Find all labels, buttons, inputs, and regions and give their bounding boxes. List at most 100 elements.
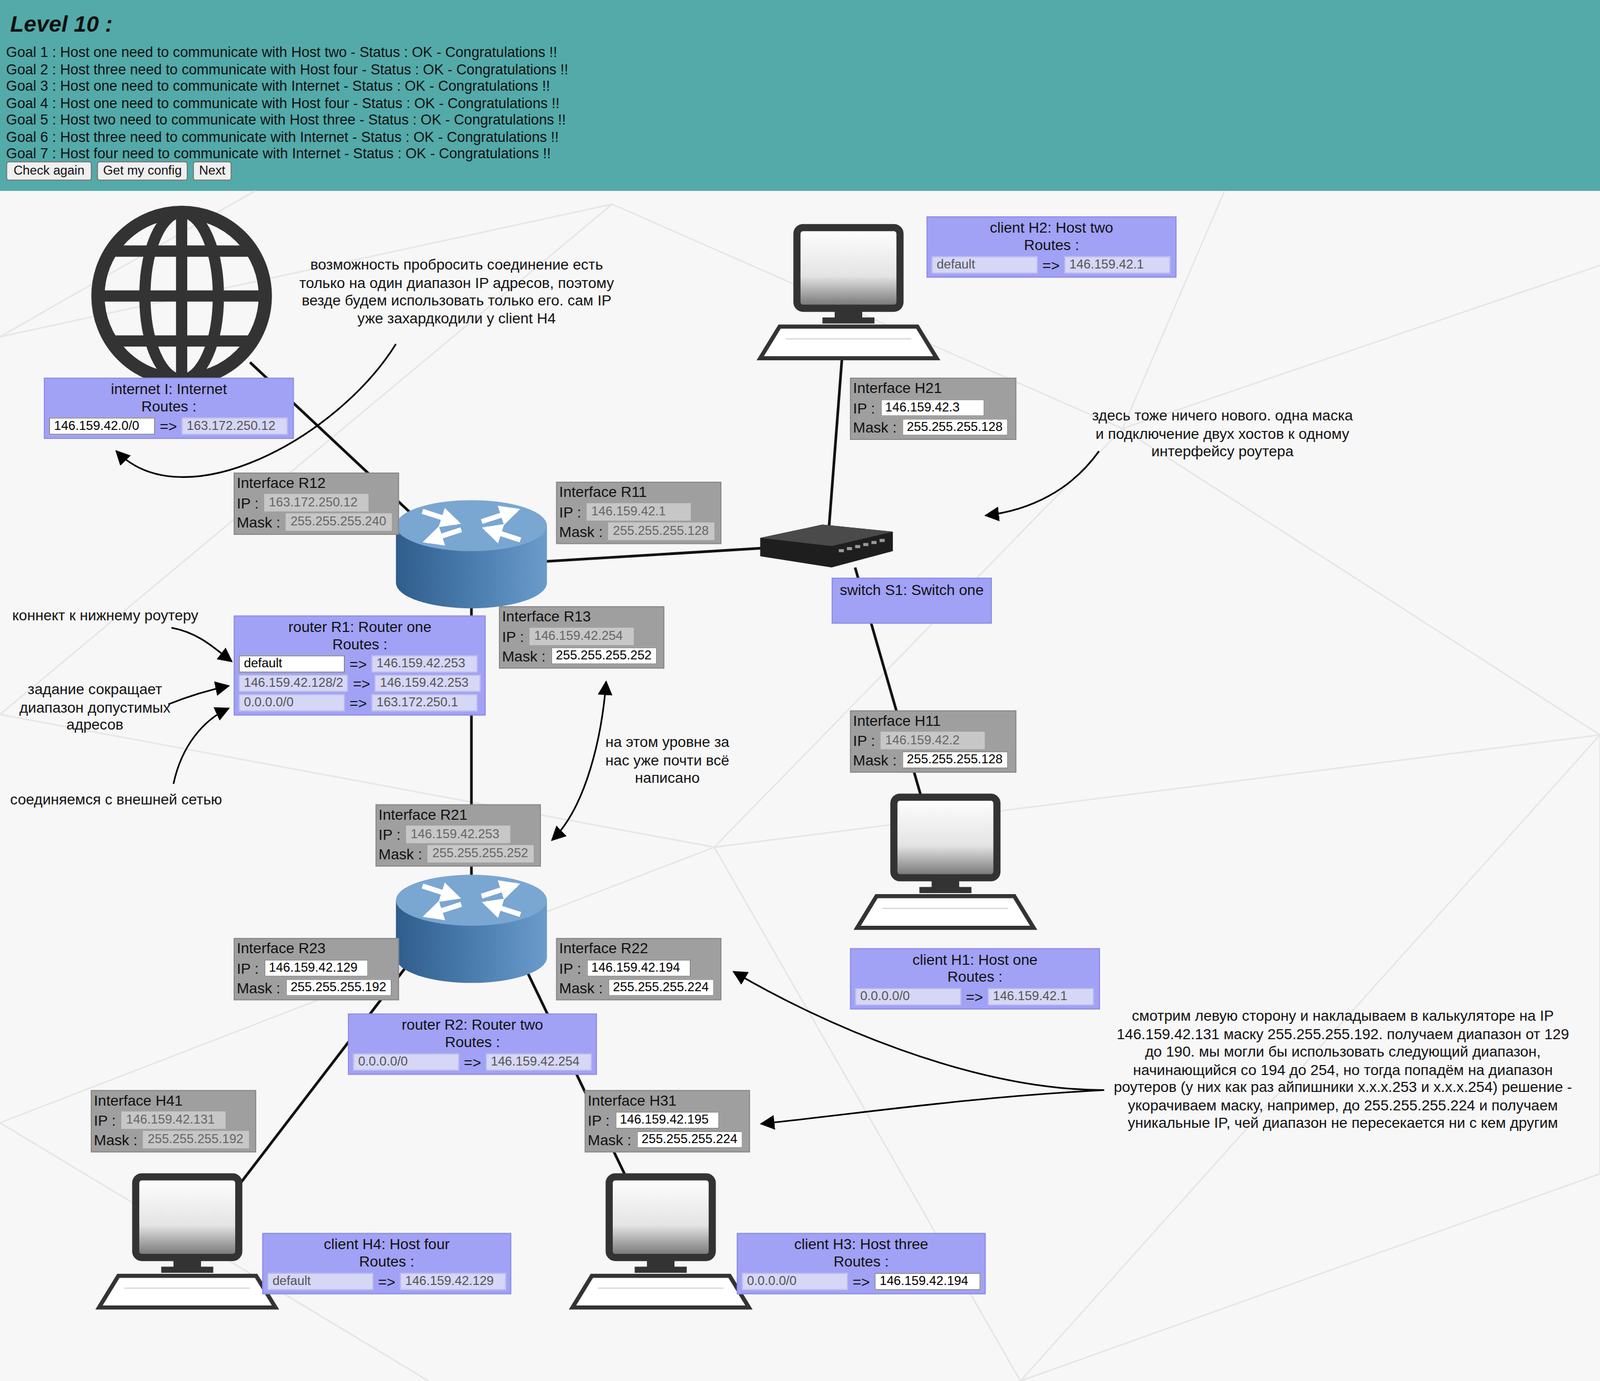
- device-box: internet I: InternetRoutes :146.159.42.0…: [43, 377, 294, 439]
- field-label: IP :: [378, 825, 401, 843]
- device-title: client H4: Host four: [267, 1235, 507, 1253]
- ip-field: 0.0.0.0/0: [741, 1272, 848, 1290]
- route-row: 0.0.0.0/0=>146.159.42.1: [854, 987, 1095, 1006]
- ip-field: 255.255.255.128: [608, 522, 715, 541]
- field-label: IP :: [502, 628, 525, 645]
- device-box: router R1: Router oneRoutes :default=>14…: [233, 615, 487, 716]
- ip-field: default: [931, 256, 1038, 274]
- ip-field: default: [267, 1272, 374, 1290]
- drawing-stroke: [1122, 428, 1600, 735]
- ip-field: 146.159.42.253: [374, 674, 481, 692]
- interface-title: Interface H11: [853, 712, 1012, 730]
- ip-field: 146.159.42.253: [405, 825, 510, 843]
- computer-icon: [99, 1176, 276, 1308]
- interface-title: Interface R12: [236, 474, 394, 493]
- computer-icon: [856, 796, 1034, 928]
- ip-field: 146.159.42.195: [614, 1111, 719, 1129]
- annotation-note: соединяемся с внешней сетью: [10, 791, 223, 809]
- drawing-stroke: [1020, 734, 1600, 1381]
- globe-icon: [98, 211, 266, 380]
- annotation-note: здесь тоже ничего нового. одна маска и п…: [1090, 407, 1356, 461]
- field-row: IP :146.159.42.129: [236, 959, 394, 977]
- device-title: switch S1: Switch one: [836, 581, 987, 600]
- drawing-stroke: [173, 708, 229, 784]
- ip-field: 255.255.255.192: [142, 1130, 249, 1149]
- route-row: default=>146.159.42.253: [238, 654, 481, 673]
- route-arrow: =>: [155, 417, 182, 435]
- button-label: Check again: [13, 163, 85, 178]
- drawing-stroke: [171, 627, 232, 662]
- route-arrow: =>: [961, 988, 988, 1005]
- ip-field: 146.159.42.194: [586, 959, 691, 977]
- ip-field: 0.0.0.0/0: [854, 987, 961, 1006]
- field-label: IP :: [853, 399, 876, 417]
- goal-status: Goal 7 : Host four need to communicate w…: [6, 145, 552, 162]
- ip-field: 0.0.0.0/0: [238, 694, 345, 712]
- field-row: IP :146.159.42.254: [502, 627, 660, 645]
- ip-field: 146.159.42.3: [880, 399, 985, 417]
- router-icon: [396, 874, 547, 983]
- goal-status: Goal 3 : Host one need to communicate wi…: [6, 77, 551, 94]
- drawing-stroke: [760, 1090, 1104, 1124]
- drawing-stroke: [552, 681, 607, 841]
- interface-title: Interface H21: [853, 379, 1012, 398]
- ip-field: 146.159.42.253: [371, 654, 478, 673]
- goal-status: Goal 1 : Host one need to communicate wi…: [6, 43, 558, 61]
- annotation-note: задание сокращает диапазон допустимых ад…: [12, 680, 178, 735]
- interface-box: Interface H41IP :146.159.42.131Mask :255…: [90, 1090, 256, 1153]
- drawing-stroke: [0, 190, 1600, 1381]
- interface-box: Interface H21IP :146.159.42.3Mask :255.2…: [850, 377, 1017, 440]
- ip-field: 0.0.0.0/0: [352, 1053, 459, 1071]
- field-label: Mask :: [588, 1131, 632, 1148]
- route-arrow: =>: [344, 655, 372, 672]
- ip-field: 146.159.42.254: [528, 627, 633, 645]
- computer-icon: [572, 1176, 750, 1308]
- route-row: 146.159.42.128/2=>146.159.42.253: [238, 674, 481, 692]
- ip-field: 255.255.255.252: [550, 647, 657, 665]
- field-row: Mask :255.255.255.240: [236, 513, 394, 531]
- device-title: router R1: Router one: [238, 618, 481, 636]
- field-row: Mask :255.255.255.252: [378, 844, 536, 863]
- route-arrow: =>: [847, 1273, 875, 1290]
- drawing-stroke: [98, 290, 266, 302]
- ip-field: 255.255.255.128: [901, 418, 1008, 436]
- field-row: IP :146.159.42.2: [853, 731, 1012, 749]
- field-row: Mask :255.255.255.128: [853, 418, 1012, 436]
- interface-title: Interface H31: [588, 1091, 746, 1110]
- route-arrow: =>: [344, 694, 372, 711]
- interface-box: Interface H31IP :146.159.42.195Mask :255…: [584, 1090, 750, 1153]
- ip-field: 163.172.250.12: [263, 494, 368, 512]
- drawing-stroke: [168, 685, 229, 705]
- ip-field: 255.255.255.192: [285, 978, 392, 997]
- ip-field: 255.255.255.224: [608, 978, 715, 997]
- device-title: client H1: Host one: [854, 950, 1095, 969]
- drawing-stroke: [714, 734, 1600, 847]
- interface-box: Interface H11IP :146.159.42.2Mask :255.2…: [850, 710, 1017, 773]
- ip-field: 146.159.42.129: [263, 959, 368, 977]
- field-label: Mask :: [93, 1131, 138, 1148]
- device-box: client H3: Host threeRoutes :0.0.0.0/0=>…: [736, 1232, 986, 1294]
- goal-status: Goal 4 : Host one need to communicate wi…: [6, 94, 560, 111]
- field-label: IP :: [558, 959, 582, 977]
- device-title: client H3: Host three: [741, 1235, 981, 1253]
- field-label: Mask :: [378, 845, 423, 862]
- field-label: Mask :: [502, 647, 546, 664]
- field-row: IP :146.159.42.131: [93, 1111, 252, 1129]
- field-row: Mask :255.255.255.128: [853, 750, 1012, 769]
- drawing-stroke: [112, 335, 252, 347]
- drawing-stroke: [839, 548, 845, 553]
- ip-field: 146.159.42.1: [1064, 256, 1171, 274]
- device-title: router R2: Router two: [352, 1016, 592, 1034]
- ip-field: 255.255.255.240: [285, 513, 392, 531]
- routes-heading: Routes :: [49, 398, 289, 416]
- device-title: internet I: Internet: [49, 380, 289, 399]
- route-arrow: =>: [373, 1273, 400, 1290]
- goal-status: Goal 5 : Host two need to communicate wi…: [6, 111, 567, 128]
- interface-box: Interface R21IP :146.159.42.253Mask :255…: [375, 804, 541, 867]
- route-row: 0.0.0.0/0=>163.172.250.1: [238, 694, 481, 712]
- field-label: Mask :: [853, 418, 898, 436]
- ip-field: 146.159.42.1: [586, 503, 691, 521]
- ip-field: 146.159.42.0/0: [49, 417, 156, 435]
- device-box: client H1: Host oneRoutes :0.0.0.0/0=>14…: [850, 948, 1101, 1010]
